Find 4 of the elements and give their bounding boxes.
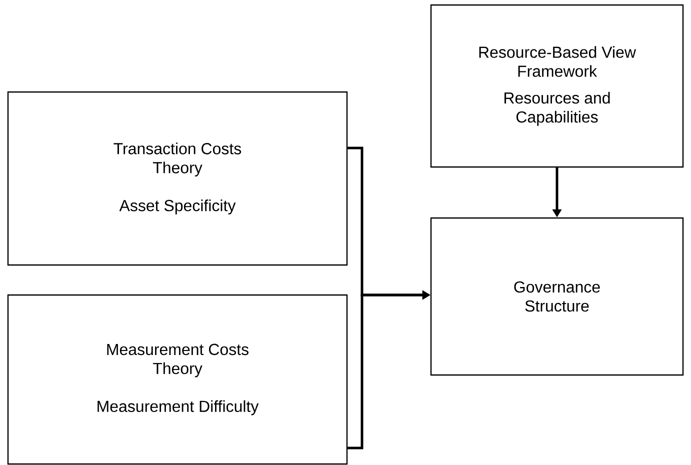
theory-box: Resource-Based View Framework Resources and Capabilities (430, 4, 684, 168)
theory-box: Governance Structure (430, 217, 684, 376)
theory-box: Transaction Costs Theory Asset Specificity (7, 91, 348, 266)
theory-box: Measurement Costs Theory Measurement Difficulty (7, 294, 348, 465)
